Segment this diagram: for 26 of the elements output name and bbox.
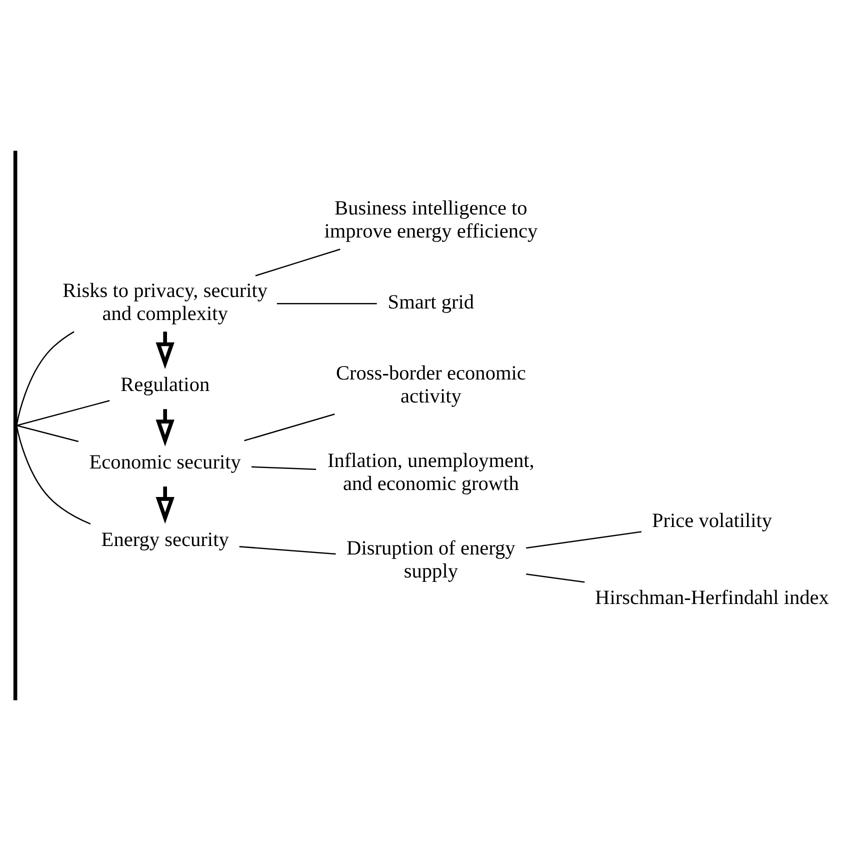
connector [526,573,584,583]
connector [16,400,110,426]
node-text: Smart grid [387,292,474,314]
node-text: Economic security [88,451,240,474]
node-text: Regulation [120,374,210,396]
connector [250,466,316,470]
connector [244,413,334,442]
connector [238,546,336,555]
arrow [155,486,174,524]
node-text: Hirschman-Herfindahl index [594,587,828,610]
node-text: Business intelligence to improve energy efficiency [324,198,538,242]
node-text: Disruption of energy supply [346,538,515,583]
node-text: Risks to privacy, security and complexity [62,280,268,325]
arrow [155,409,174,446]
connector [16,424,78,442]
connector [276,303,376,304]
node-bar [12,150,17,700]
connector [254,248,340,276]
connector [16,331,74,426]
node-text: Cross-border economic activity [335,362,526,408]
connector [16,426,90,524]
arrow [155,332,174,370]
connector [526,531,642,549]
node-text: Price volatility [651,510,772,532]
node-text: Energy security [100,528,228,551]
node-text: Inflation, unemployment, and economic growth [327,450,534,495]
